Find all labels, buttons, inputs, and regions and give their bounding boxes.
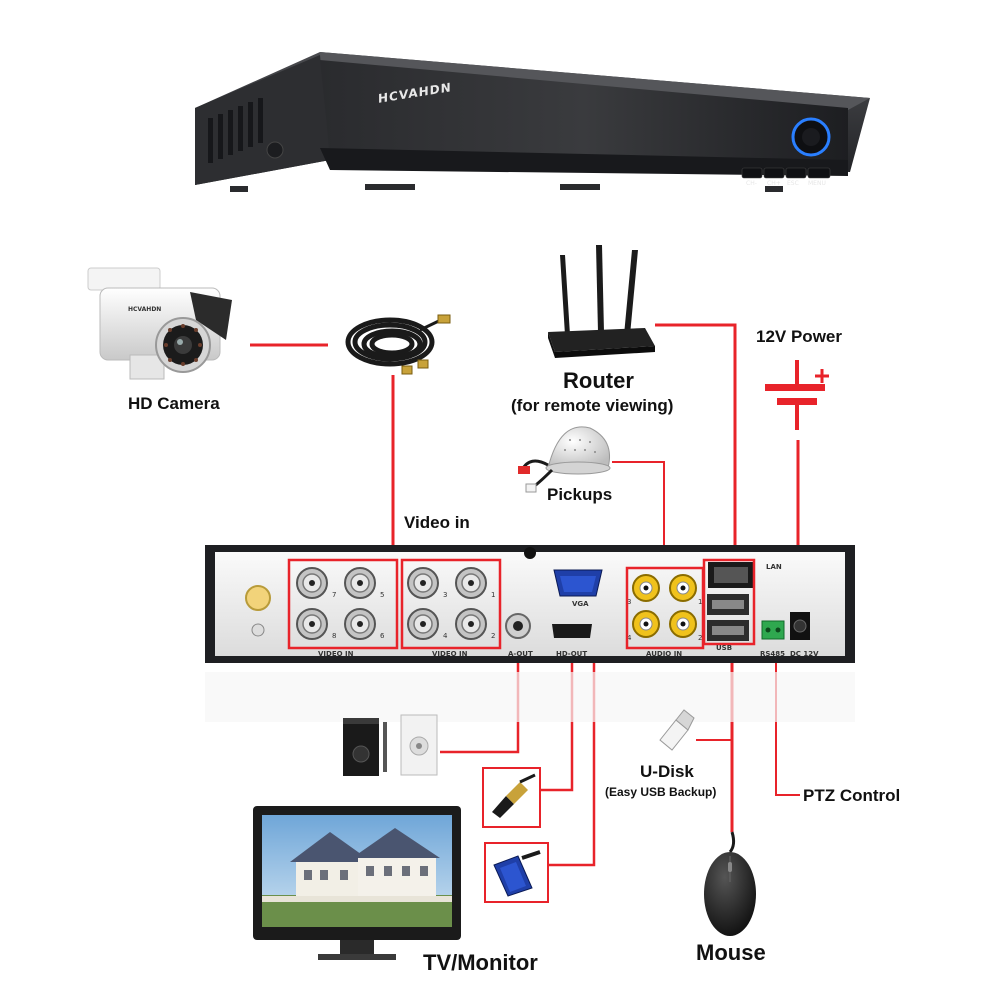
dvr-front-view (195, 52, 870, 192)
speakers-image (343, 714, 438, 776)
dvr-button-esc: ESC (787, 180, 799, 187)
bnc-video-connectors: 7 5 8 6 3 1 4 2 (296, 567, 495, 640)
panel-hd-out: HD-OUT (556, 650, 588, 658)
bnc-number-label: 1 (491, 591, 495, 599)
panel-lan: LAN (766, 563, 782, 571)
label-mouse: Mouse (696, 940, 766, 965)
bnc-connector (455, 567, 487, 599)
bnc-connector (344, 608, 376, 640)
tv-monitor-image (253, 806, 461, 960)
bnc-connector (407, 567, 439, 599)
dvr-back-panel: 7 5 8 6 3 1 4 2 3 1 4 2 (205, 545, 855, 722)
bnc-connector (344, 567, 376, 599)
bnc-number-label: 7 (332, 591, 336, 599)
dvr-button-ch-minus: CH- (746, 180, 757, 187)
bnc-number-label: 5 (380, 591, 384, 599)
router-image (548, 245, 655, 358)
audio-number-label: 4 (627, 634, 632, 642)
rca-connector (632, 574, 660, 602)
audio-number-label: 3 (627, 598, 631, 606)
line-router-to-lan (655, 323, 737, 560)
line-pickups-to-audio-in (612, 461, 665, 570)
label-u-disk: U-Disk (640, 762, 694, 781)
bnc-connector (296, 567, 328, 599)
bnc-number-label: 8 (332, 632, 336, 640)
u-disk-image (659, 709, 695, 751)
video-in-highlight-left (287, 558, 399, 650)
power-symbol (765, 360, 829, 430)
dvr-button-menu: MENU (808, 180, 826, 187)
panel-usb: USB (716, 644, 733, 652)
panel-a-out: A-OUT (508, 650, 533, 658)
panel-audio-in: AUDIO IN (646, 650, 683, 658)
rca-audio-connectors: 3 1 4 2 (627, 574, 702, 642)
bnc-number-label: 4 (443, 632, 448, 640)
label-router-sub: (for remote viewing) (511, 396, 674, 415)
video-in-highlight-right (400, 558, 502, 650)
dvr-button-ch-plus: CH+ (767, 180, 781, 187)
panel-dc12v: DC 12V (790, 650, 819, 658)
bnc-number-label: 3 (443, 591, 447, 599)
label-router: Router (563, 368, 634, 393)
label-pickups: Pickups (547, 485, 613, 504)
audio-number-label: 2 (698, 634, 702, 642)
label-12v-power: 12V Power (756, 327, 842, 346)
hdmi-cable-image (482, 767, 541, 828)
rca-connector (669, 610, 697, 638)
bnc-number-label: 2 (491, 632, 495, 640)
bnc-connector (407, 608, 439, 640)
panel-video-in-right: VIDEO IN (432, 650, 468, 658)
rca-connector (632, 610, 660, 638)
label-hd-camera: HD Camera (128, 394, 220, 413)
panel-vga: VGA (572, 600, 589, 608)
camera-brand-label: HCVAHDN (128, 306, 162, 313)
audio-number-label: 1 (698, 598, 702, 606)
rca-connector (669, 574, 697, 602)
pickup-microphone-image (518, 426, 611, 493)
bnc-cable-image (345, 314, 451, 375)
label-ptz-control: PTZ Control (803, 786, 901, 805)
panel-video-in-left: VIDEO IN (318, 650, 354, 658)
label-u-disk-sub: (Easy USB Backup) (605, 785, 717, 799)
mouse-image (704, 831, 756, 936)
bnc-connector (455, 608, 487, 640)
label-video-in: Video in (404, 513, 470, 532)
lan-usb-highlight (702, 558, 756, 646)
vga-cable-image (484, 842, 549, 903)
hd-camera-image (87, 267, 232, 380)
panel-rs485: RS485 (760, 650, 786, 658)
bnc-connector (296, 608, 328, 640)
bnc-number-label: 6 (380, 632, 385, 640)
label-tv-monitor: TV/Monitor (423, 950, 538, 975)
